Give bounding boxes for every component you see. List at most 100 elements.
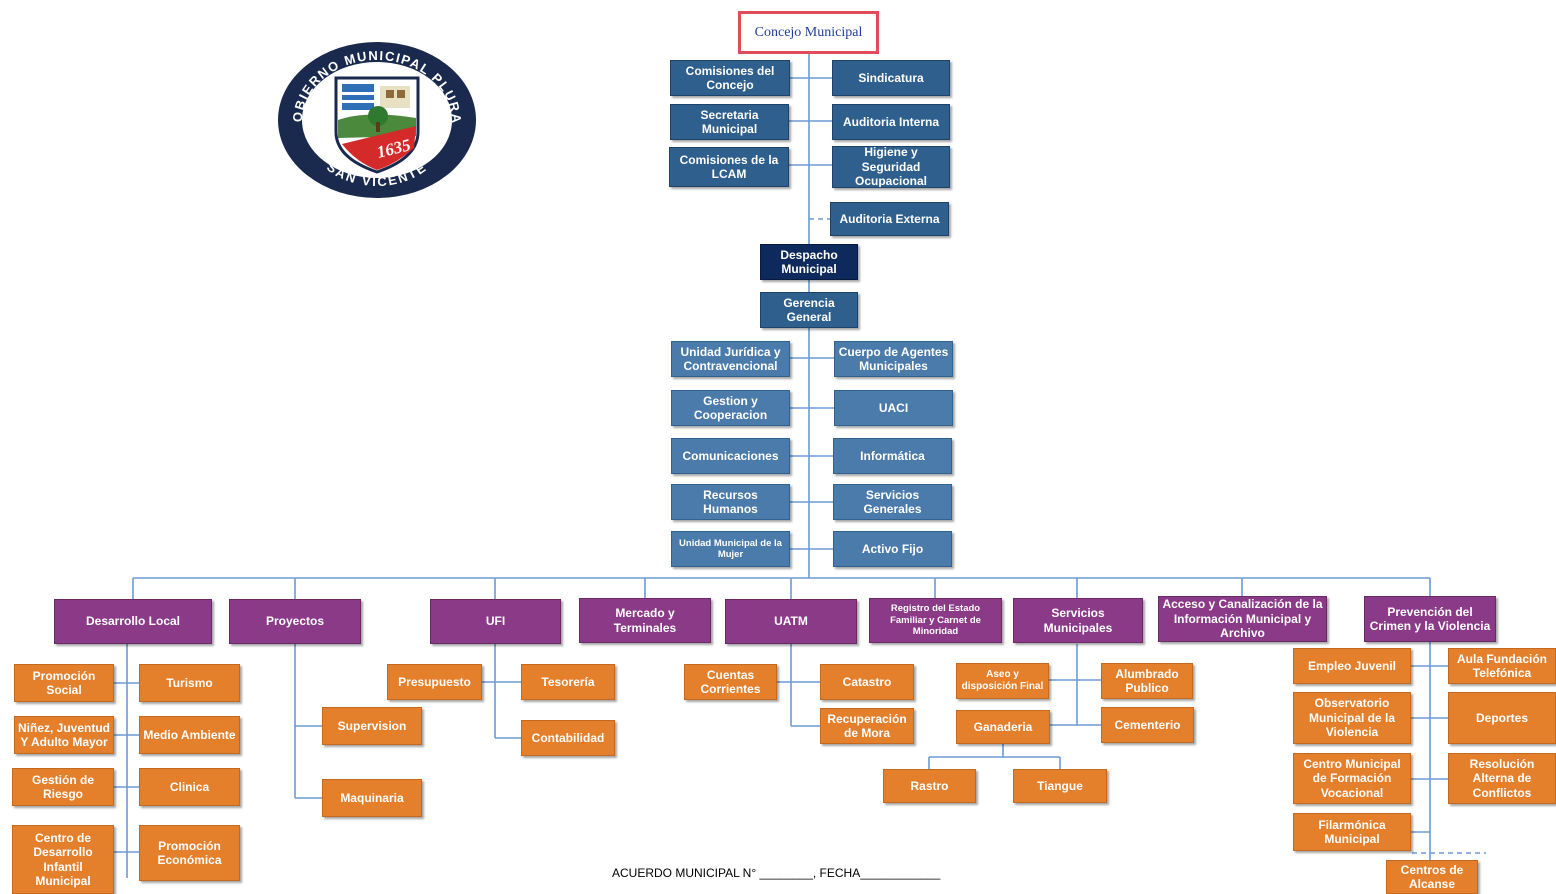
secretaria-municipal-label: Secretaria Municipal [700, 107, 759, 136]
unit-tesoreria-label: Tesorería [541, 674, 595, 689]
unit-centros-alcanse: Centros de Alcanse [1386, 860, 1478, 894]
unit-promocion-economica-label: Promoción Económica [157, 838, 222, 867]
unit-ninez-juventud: Niñez, Juventud Y Adulto Mayor [14, 716, 114, 754]
comunicaciones-box: Comunicaciones [671, 438, 790, 474]
gerencia-general-box: Gerencia General [760, 292, 858, 328]
higiene-seguridad-box: Higiene y Seguridad Ocupacional [832, 146, 950, 188]
unit-resolucion-alterna: Resolución Alterna de Conflictos [1448, 753, 1556, 804]
activo-fijo-label: Activo Fijo [861, 541, 924, 556]
comisiones-concejo-label: Comisiones del Concejo [685, 63, 775, 92]
unit-ninez-juventud-label: Niñez, Juventud Y Adulto Mayor [18, 720, 111, 749]
unit-tesoreria: Tesorería [521, 664, 615, 700]
unit-aseo-disposicion: Aseo y disposición Final [956, 663, 1049, 699]
unit-contabilidad-label: Contabilidad [531, 730, 605, 745]
unit-turismo-label: Turismo [166, 675, 213, 690]
sindicatura-label: Sindicatura [858, 70, 924, 85]
unit-filarmonica-municipal-label: Filarmónica Municipal [1318, 817, 1386, 846]
unit-clinica-label: Clinica [169, 779, 210, 794]
unit-promocion-social-label: Promoción Social [32, 668, 96, 697]
unit-cementerio-label: Cementerio [1114, 717, 1181, 732]
unidad-mujer-label: Unidad Municipal de la Mujer [679, 537, 782, 560]
unidad-juridica-box: Unidad Jurídica y Contravencional [671, 341, 790, 377]
cuerpo-agentes-box: Cuerpo de Agentes Municipales [834, 341, 953, 377]
unit-alumbrado-publico-label: Alumbrado Publico [1115, 666, 1179, 695]
unit-ganaderia: Ganaderia [956, 710, 1050, 744]
unit-resolucion-alterna-label: Resolución Alterna de Conflictos [1469, 756, 1535, 800]
unit-medio-ambiente: Medio Ambiente [139, 716, 240, 754]
unit-medio-ambiente-label: Medio Ambiente [143, 727, 236, 742]
concejo-municipal-label: Concejo Municipal [754, 24, 863, 40]
unit-maquinaria: Maquinaria [322, 779, 422, 817]
dept-ufi: UFI [430, 599, 561, 644]
servicios-generales-label: Servicios Generales [863, 487, 922, 516]
dept-desarrollo-local: Desarrollo Local [54, 599, 212, 644]
recursos-humanos-label: Recursos Humanos [703, 487, 758, 516]
concejo-municipal-box: Concejo Municipal [738, 11, 879, 54]
informatica-box: Informática [833, 438, 952, 474]
comisiones-concejo-box: Comisiones del Concejo [670, 60, 790, 96]
cuerpo-agentes-label: Cuerpo de Agentes Municipales [838, 344, 949, 373]
acuerdo-municipal-footer: ACUERDO MUNICIPAL N° ________, FECHA____… [612, 866, 941, 880]
dept-acceso-informacion: Acceso y Canalización de la Información … [1158, 596, 1327, 642]
despacho-municipal-box: Despacho Municipal [760, 244, 858, 280]
unit-gestion-riesgo-label: Gestión de Riesgo [31, 772, 94, 801]
unit-presupuesto-label: Presupuesto [398, 674, 471, 689]
recursos-humanos-box: Recursos Humanos [671, 484, 790, 520]
dept-servicios-municipales: Servicios Municipales [1013, 598, 1143, 643]
unit-empleo-juvenil-label: Empleo Juvenil [1307, 658, 1397, 673]
unit-presupuesto: Presupuesto [387, 664, 482, 700]
gestion-cooperacion-box: Gestion y Cooperacion [671, 390, 790, 426]
unit-ganaderia-label: Ganaderia [973, 719, 1033, 734]
unit-centro-desarrollo-infantil: Centro de Desarrollo Infantil Municipal [12, 825, 114, 894]
dept-ufi-label: UFI [485, 614, 506, 629]
unit-tiangue-label: Tiangue [1037, 778, 1083, 793]
servicios-generales-box: Servicios Generales [833, 484, 952, 520]
gestion-cooperacion-label: Gestion y Cooperacion [693, 393, 768, 422]
uaci-label: UACI [878, 400, 909, 415]
dept-registro-estado-familiar: Registro del Estado Familiar y Carnet de… [869, 598, 1002, 643]
unit-recuperacion-mora-label: Recuperación de Mora [827, 711, 907, 740]
unit-catastro: Catastro [820, 664, 914, 700]
unidad-mujer-box: Unidad Municipal de la Mujer [671, 531, 790, 567]
unit-centro-formacion-vocacional: Centro Municipal de Formación Vocacional [1293, 753, 1411, 804]
unit-centros-alcanse-label: Centros de Alcanse [1400, 862, 1464, 891]
auditoria-interna-box: Auditoria Interna [832, 104, 950, 140]
unit-aula-fundacion-telefonica: Aula Fundación Telefónica [1448, 648, 1556, 684]
unit-observatorio-violencia-label: Observatorio Municipal de la Violencia [1308, 696, 1395, 740]
unit-centro-desarrollo-infantil-label: Centro de Desarrollo Infantil Municipal [33, 830, 93, 888]
unit-catastro-label: Catastro [842, 674, 892, 689]
comisiones-lcam-label: Comisiones de la LCAM [679, 152, 779, 181]
unit-cementerio: Cementerio [1101, 707, 1194, 743]
unit-rastro-label: Rastro [910, 778, 949, 793]
auditoria-externa-box: Auditoria Externa [830, 202, 949, 236]
dept-uatm-label: UATM [774, 614, 808, 629]
unit-supervision-label: Supervision [337, 718, 407, 733]
unit-aseo-disposicion-label: Aseo y disposición Final [961, 669, 1044, 692]
unit-promocion-economica: Promoción Económica [139, 825, 240, 881]
unit-cuentas-corrientes: Cuentas Corrientes [684, 664, 777, 700]
unit-contabilidad: Contabilidad [521, 720, 615, 756]
dept-prevencion-crimen-label: Prevención del Crimen y la Violencia [1369, 604, 1491, 633]
unit-observatorio-violencia: Observatorio Municipal de la Violencia [1293, 692, 1411, 744]
unit-clinica: Clinica [139, 768, 240, 806]
dept-proyectos-label: Proyectos [265, 614, 325, 629]
dept-uatm: UATM [725, 599, 857, 644]
auditoria-interna-label: Auditoria Interna [842, 114, 939, 129]
secretaria-municipal-box: Secretaria Municipal [670, 104, 789, 140]
dept-servicios-municipales-label: Servicios Municipales [1043, 606, 1113, 635]
unit-deportes: Deportes [1448, 692, 1556, 744]
comunicaciones-label: Comunicaciones [682, 448, 779, 463]
activo-fijo-box: Activo Fijo [833, 531, 952, 567]
unit-filarmonica-municipal: Filarmónica Municipal [1293, 813, 1411, 851]
unit-alumbrado-publico: Alumbrado Publico [1101, 663, 1193, 699]
unit-tiangue: Tiangue [1013, 769, 1107, 803]
dept-proyectos: Proyectos [229, 599, 361, 644]
dept-desarrollo-local-label: Desarrollo Local [85, 614, 181, 629]
despacho-municipal-label: Despacho Municipal [780, 247, 838, 276]
unit-empleo-juvenil: Empleo Juvenil [1293, 648, 1411, 684]
sindicatura-box: Sindicatura [832, 60, 950, 96]
gerencia-general-label: Gerencia General [783, 295, 835, 324]
dept-prevencion-crimen: Prevención del Crimen y la Violencia [1364, 596, 1496, 642]
dept-registro-estado-familiar-label: Registro del Estado Familiar y Carnet de… [890, 603, 981, 638]
